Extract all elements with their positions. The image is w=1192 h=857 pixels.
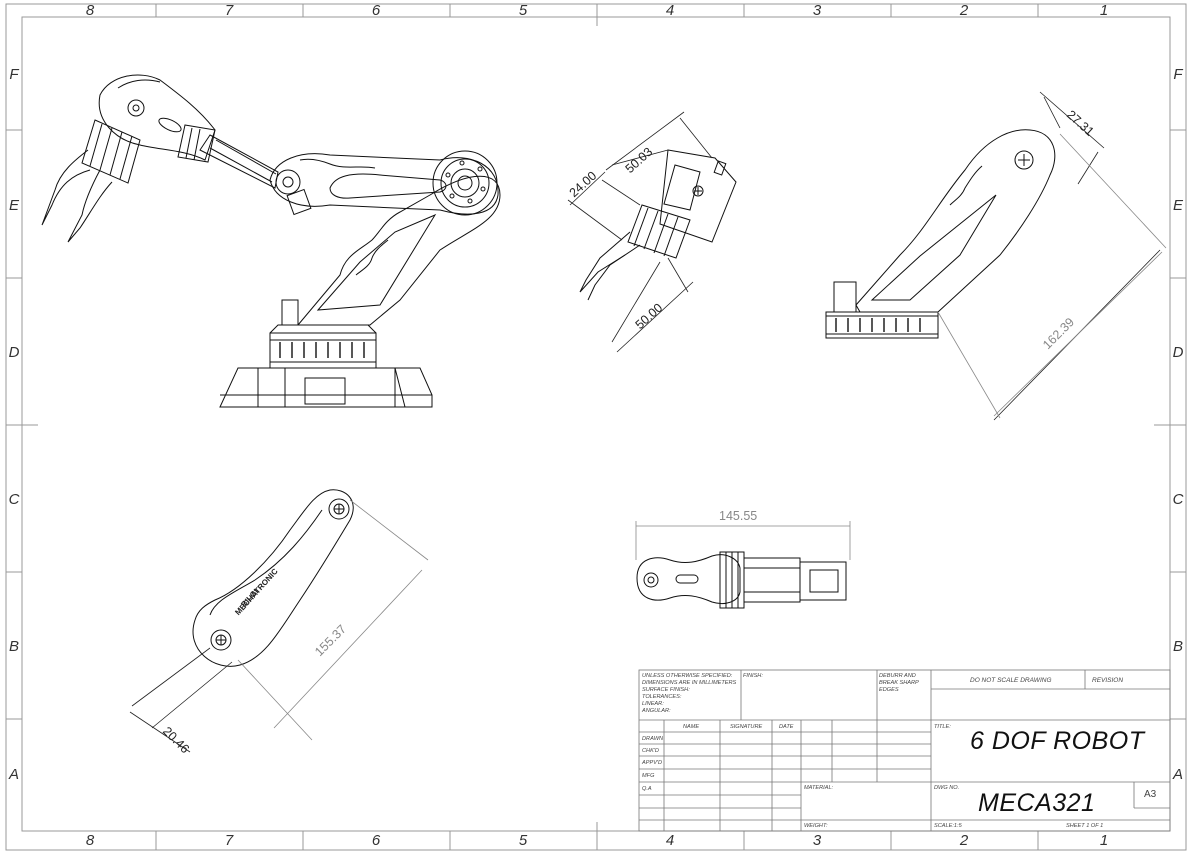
- isometric-view: [41, 74, 501, 408]
- upper-arm-dimension-lines: [237, 499, 429, 741]
- zone-label-col-7-bottom: 7: [224, 832, 234, 849]
- zone-label-row-C: C: [8, 491, 20, 508]
- tb-deburr-2: BREAK SHARP: [879, 680, 919, 686]
- tb-finish-label: FINISH:: [743, 673, 763, 679]
- tb-weight-label: WEIGHT:: [804, 823, 828, 829]
- tb-deburr-1: DEBURR AND: [879, 673, 916, 679]
- zone-label-row-B: B: [8, 638, 19, 655]
- zone-label-col-1-bottom: 1: [1099, 832, 1109, 849]
- zone-label-col-1: 1: [1099, 2, 1109, 19]
- base-isometric: [219, 299, 433, 408]
- tb-note-1: UNLESS OTHERWISE SPECIFIED:: [642, 673, 733, 679]
- tb-note-5: LINEAR:: [642, 701, 664, 707]
- gripper-isometric: [41, 119, 141, 243]
- zone-label-col-4: 4: [665, 2, 675, 19]
- drawing-number: MECA321: [978, 789, 1096, 817]
- zone-ticks: [6, 4, 1186, 850]
- tb-col-signature: SIGNATURE: [730, 724, 763, 730]
- zone-label-col-8-bottom: 8: [85, 832, 95, 849]
- tb-row-approved: APPV'D: [642, 760, 663, 766]
- tb-sheet-size: A3: [1144, 789, 1157, 800]
- upper-arm-view: [192, 489, 354, 667]
- tb-note-6: ANGULAR:: [642, 708, 671, 714]
- tb-note-2: DIMENSIONS ARE IN MILLIMETERS: [642, 680, 737, 686]
- zone-label-row-F-right: F: [1173, 66, 1183, 83]
- gripper-view: [579, 149, 737, 301]
- zone-label-col-4-bottom: 4: [665, 832, 675, 849]
- zone-label-row-E: E: [8, 197, 19, 214]
- tb-row-drawn: DRAWN: [642, 736, 664, 742]
- zone-label-col-3: 3: [812, 2, 822, 19]
- tb-note-4: TOLERANCES:: [642, 694, 682, 700]
- wrist-top-view: [636, 551, 847, 609]
- zone-label-row-A-right: A: [1172, 766, 1183, 783]
- shoulder-joint-isometric: [432, 150, 498, 216]
- zone-label-row-B-right: B: [1172, 638, 1183, 655]
- tb-col-name: NAME: [683, 724, 700, 730]
- forearm-dimension-lines: [993, 91, 1161, 421]
- drawing-title: 6 DOF ROBOT: [970, 727, 1145, 755]
- sheet-border: [5, 3, 1187, 851]
- tb-dwg-no-label: DWG NO.: [934, 785, 960, 791]
- zone-label-col-5-bottom: 5: [518, 832, 528, 849]
- dim-wrist-length: 145.55: [719, 509, 758, 523]
- tb-sheet-number: SHEET 1 OF 1: [1066, 823, 1104, 829]
- wrist-dimension-lines: [635, 521, 851, 560]
- tb-do-not-scale: DO NOT SCALE DRAWING: [970, 677, 1052, 684]
- zone-label-row-D: D: [8, 344, 20, 361]
- forearm-length-dimension: [937, 133, 1167, 419]
- tb-title-label: TITLE:: [934, 724, 951, 730]
- tb-material-label: MATERIAL:: [804, 785, 834, 791]
- zone-label-col-6-bottom: 6: [371, 832, 381, 849]
- zone-label-row-D-right: D: [1172, 344, 1184, 361]
- tb-revision-label: REVISION: [1092, 677, 1124, 684]
- title-block-grid: [638, 669, 1171, 832]
- zone-label-row-E-right: E: [1172, 197, 1183, 214]
- tb-col-date: DATE: [779, 724, 794, 730]
- zone-label-col-8: 8: [85, 2, 95, 19]
- zone-label-col-7: 7: [224, 2, 234, 19]
- zone-label-col-3-bottom: 3: [812, 832, 822, 849]
- zone-label-row-A: A: [8, 766, 19, 783]
- upper-arm-width-lines: [129, 647, 233, 753]
- zone-label-col-2-bottom: 2: [959, 832, 969, 849]
- wrist-isometric: [98, 74, 279, 189]
- upper-arm-isometric: [269, 153, 499, 216]
- zone-label-col-5: 5: [518, 2, 528, 19]
- tb-row-mfg: MFG: [642, 773, 655, 779]
- gripper-dimension-lines: [567, 111, 713, 353]
- tb-row-checked: CHK'D: [642, 748, 659, 754]
- tb-deburr-3: EDGES: [879, 687, 899, 693]
- tb-row-qa: Q.A: [642, 786, 652, 792]
- zone-label-row-C-right: C: [1172, 491, 1184, 508]
- forearm-side-view: [825, 129, 1056, 339]
- tb-note-3: SURFACE FINISH:: [642, 687, 690, 693]
- zone-label-col-2: 2: [959, 2, 969, 19]
- tb-scale: SCALE:1:5: [934, 823, 962, 829]
- zone-label-row-F: F: [9, 66, 19, 83]
- zone-label-col-6: 6: [371, 2, 381, 19]
